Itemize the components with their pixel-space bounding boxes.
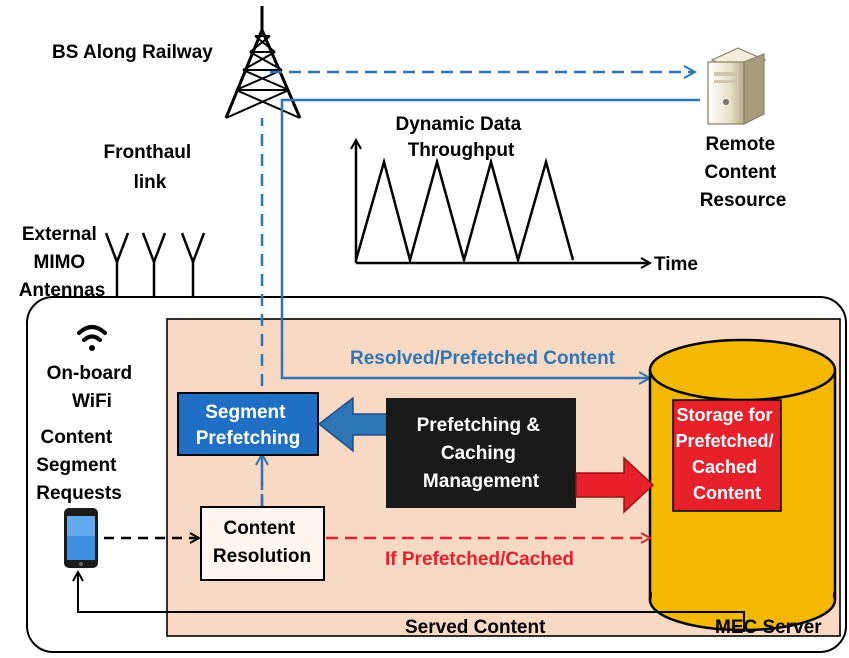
management-label: Prefetching & Caching Management (417, 415, 546, 492)
management-box (386, 398, 576, 508)
antennas-label: External MIMO Antennas (19, 224, 106, 301)
segment-prefetching-label: Segment Prefetching (196, 402, 301, 449)
bs-label: BS Along Railway (52, 42, 213, 63)
antenna-icon (104, 232, 206, 297)
resolved-content-path (280, 98, 700, 378)
served-content-path (78, 572, 745, 632)
if-cached-label: If Prefetched/Cached (385, 549, 574, 570)
server-icon (707, 47, 767, 125)
management-to-storage-arrow (575, 456, 655, 514)
resolved-content-label: Resolved/Prefetched Content (350, 348, 616, 369)
content-resolution-box (200, 506, 325, 581)
time-label: Time (654, 254, 698, 275)
mec-server-label: MEC Server (715, 617, 822, 638)
served-content-label: Served Content (405, 617, 546, 638)
throughput-chart (356, 140, 650, 263)
storage-cylinder (648, 338, 837, 632)
management-to-segment-arrow (317, 396, 389, 453)
throughput-label: Dynamic Data Throughput (396, 114, 527, 161)
requests-label: Content Segment Requests (36, 427, 122, 504)
wifi-label: On-board WiFi (47, 363, 138, 412)
segment-prefetching-box (177, 392, 319, 456)
storage-label: Storage for Prefetched/ Cached Content (675, 405, 778, 503)
fronthaul-label: Fronthaul link (104, 142, 197, 193)
remote-resource-label: Remote Content Resource (700, 134, 787, 211)
content-resolution-label: Content Resolution (213, 518, 311, 567)
wifi-icon (77, 325, 107, 351)
smartphone-icon (64, 508, 98, 568)
tower-icon (224, 6, 302, 119)
